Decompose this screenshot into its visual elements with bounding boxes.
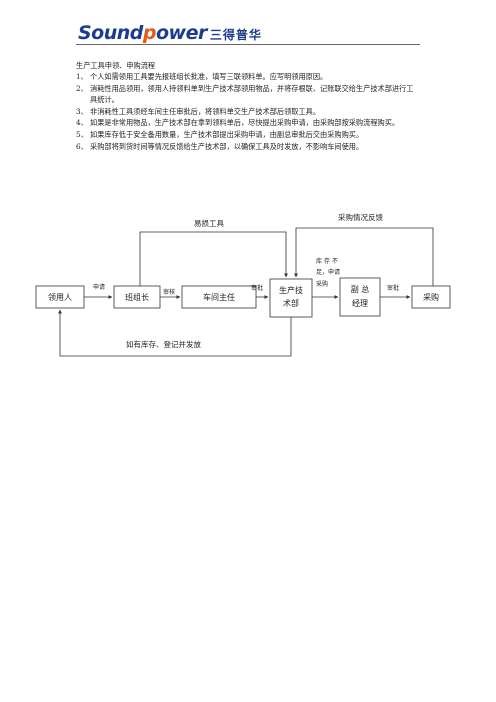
- label-apply: 申请: [93, 283, 105, 291]
- label-stock-shortage-3: 采购: [316, 280, 328, 288]
- step-item: 2、消耗性用品领用，领用人持领料单到生产技术部领用物品，并将存根联、记账联交给生…: [76, 83, 414, 105]
- label-issue: 如有库存、登记并发放: [126, 339, 201, 349]
- node-vice-president: 副 总 经理: [339, 277, 381, 317]
- node-purchasing: 采购: [411, 285, 451, 309]
- label-approve-1: 审批: [251, 284, 263, 292]
- svg-text:领用人: 领用人: [48, 292, 72, 302]
- label-consumables: 易损工具: [194, 218, 224, 228]
- arrow-purchase-feedback: [294, 227, 434, 286]
- step-item: 4、如果是非常用物品，生产技术部在拿到领料单后，尽快提出采购申请，由采购部按采购…: [76, 118, 400, 128]
- svg-text:车间主任: 车间主任: [203, 292, 235, 302]
- svg-text:经理: 经理: [352, 298, 368, 308]
- svg-text:术部: 术部: [283, 298, 299, 308]
- label-review: 审核: [163, 288, 175, 296]
- document-title: 生产工具申领、申购流程: [76, 61, 156, 70]
- node-workshop-director: 车间主任: [181, 285, 257, 309]
- label-approve-2: 审批: [387, 284, 399, 292]
- svg-text:采购: 采购: [423, 292, 439, 302]
- header-divider: [76, 44, 420, 45]
- arrow-consumables: [139, 231, 288, 286]
- svg-text:班组长: 班组长: [125, 292, 149, 302]
- step-item: 6、采购部将到货时间等情况反馈给生产技术部，以确保工具及时发放，不影响车间使用。: [76, 141, 364, 151]
- svg-text:生产技: 生产技: [279, 285, 303, 295]
- label-stock-shortage-2: 足，申请: [316, 268, 340, 276]
- step-item: 1、个人如需领用工具要先报班组长批准，填写三联领料单。应写明领用原因。: [76, 72, 328, 81]
- node-requester: 领用人: [35, 285, 85, 309]
- label-purchase-feedback: 采购情况反馈: [338, 212, 383, 222]
- step-item: 5、如果库存低于安全备用数量，生产技术部提出采购申请，由副总审批后交由采购购买。: [76, 129, 364, 139]
- node-team-leader: 班组长: [113, 285, 161, 309]
- arrow-issue: [58, 309, 292, 357]
- svg-text:副 总: 副 总: [351, 284, 370, 294]
- node-tech-department: 生产技 术部: [269, 278, 313, 318]
- step-item: 3、非消耗性工具须经车间主任审批后，将领料单交生产技术部后领取工具。: [76, 106, 321, 116]
- logo-chinese-name: 三得普华: [209, 28, 262, 42]
- logo-brand: Soundpower: [78, 22, 207, 44]
- procedure-steps: 1、个人如需领用工具要先报班组长批准，填写三联领料单。应写明领用原因。 2、消耗…: [76, 71, 420, 152]
- label-stock-shortage-1: 库 存 不: [316, 257, 338, 265]
